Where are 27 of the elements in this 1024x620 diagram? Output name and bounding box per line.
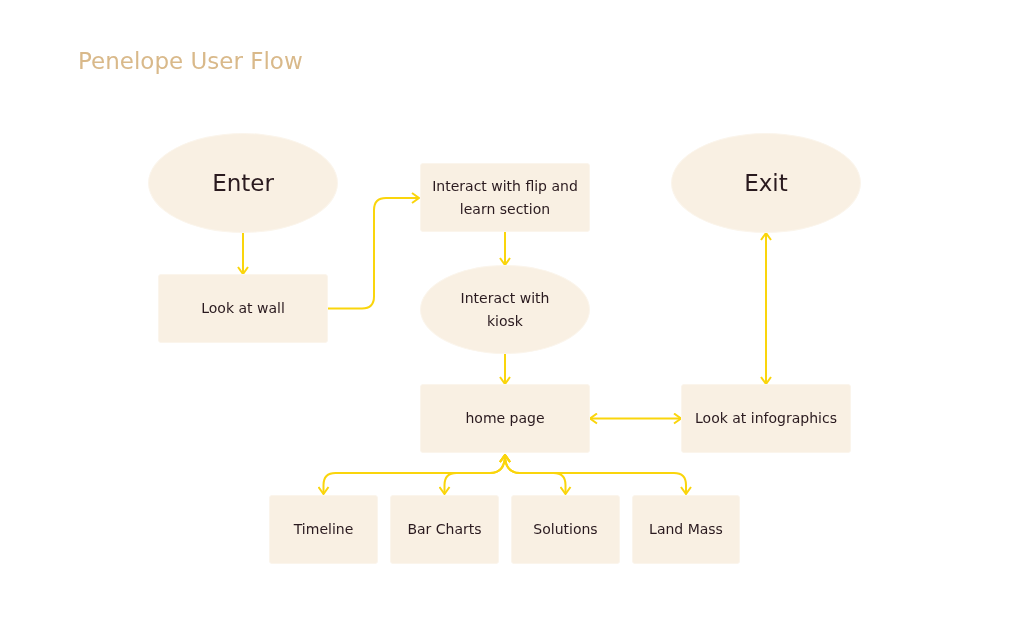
arrow — [327, 192, 420, 310]
arrow — [589, 412, 682, 425]
arrow — [237, 232, 249, 275]
process-box — [511, 495, 620, 564]
process-box — [681, 384, 851, 453]
arrow — [499, 454, 692, 495]
arrow — [499, 353, 511, 385]
arrow — [499, 231, 511, 266]
process-box — [158, 274, 328, 343]
node-label: Look at infographics — [694, 409, 838, 428]
process-box — [390, 495, 499, 564]
node-label: Land Mass — [648, 520, 724, 539]
node-label: Enter — [211, 171, 275, 195]
diagram-title: Penelope User Flow — [78, 48, 303, 74]
node-label: Interact with kiosk — [459, 288, 551, 331]
process-box — [269, 495, 378, 564]
arrow — [760, 232, 772, 385]
process-box — [632, 495, 740, 564]
node-label: Solutions — [532, 520, 599, 539]
process-box — [420, 163, 590, 232]
node-label: Exit — [743, 171, 789, 195]
node-label: Look at wall — [200, 299, 286, 318]
node-label: Bar Charts — [406, 520, 483, 539]
node-label: Timeline — [292, 520, 355, 539]
node-label: home page — [464, 409, 546, 428]
node-label: Interact with flip and learn section — [431, 176, 579, 219]
process-box — [420, 384, 590, 453]
